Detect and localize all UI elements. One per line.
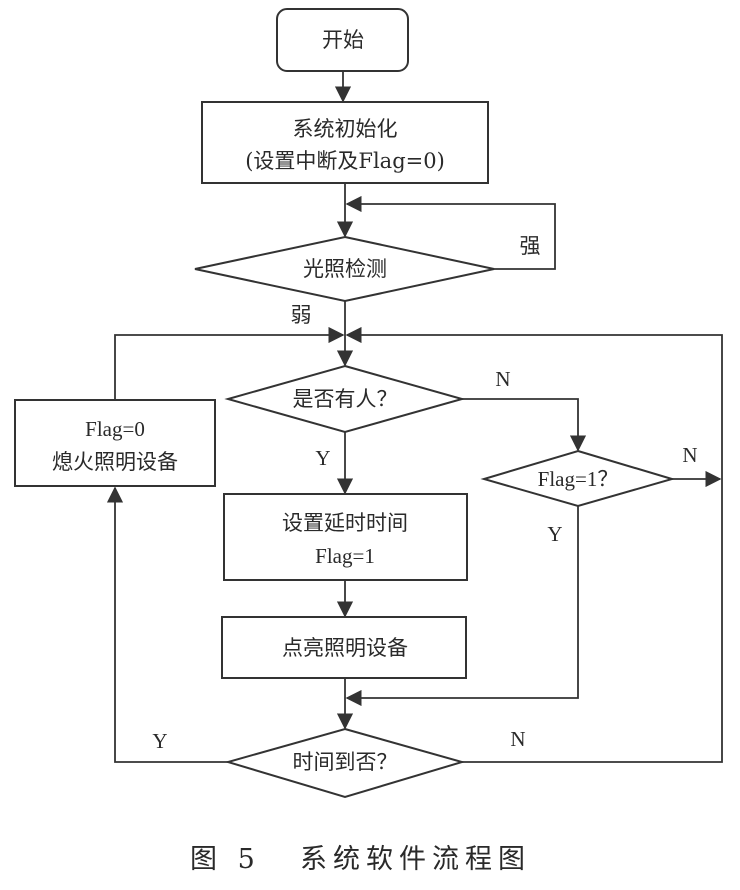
label-flag-no: N (682, 443, 697, 467)
flag-check-decision: Flag=1？ (480, 449, 676, 508)
init-label-line2: (设置中断及Flag=0) (245, 149, 445, 173)
init-label-line1: 系统初始化 (293, 117, 398, 141)
label-strong: 强 (520, 234, 541, 258)
light-on-node: 点亮照明设备 (221, 616, 467, 679)
set-delay-line2: Flag=1 (315, 544, 375, 568)
edge-strong-loop (345, 195, 556, 270)
label-anyone-no: N (495, 367, 510, 391)
light-on-label: 点亮照明设备 (282, 636, 408, 660)
label-weak: 弱 (291, 303, 312, 327)
light-off-node: Flag=0 熄火照明设备 (14, 399, 216, 487)
edge-anyone-no (462, 398, 587, 452)
label-time-no: N (510, 727, 525, 751)
edge-time-yes (106, 486, 228, 763)
set-delay-node: 设置延时时间 Flag=1 (223, 493, 468, 581)
label-time-yes: Y (152, 729, 167, 753)
label-flag-yes: Y (547, 522, 562, 546)
anyone-decision: 是否有人？ (224, 364, 466, 434)
edge-lightoff-loop (114, 326, 345, 399)
light-detect-label: 光照检测 (303, 257, 387, 281)
caption-figure-number: 图 5 (190, 844, 261, 875)
caption-title: 系统软件流程图 (300, 844, 531, 875)
edge-timeno-loop (345, 326, 723, 763)
start-label: 开始 (322, 28, 364, 52)
label-anyone-yes: Y (315, 446, 330, 470)
light-detect-decision: 光照检测 (194, 235, 495, 303)
start-node: 开始 (276, 8, 409, 72)
init-node: 系统初始化 (设置中断及Flag=0) (201, 101, 489, 184)
time-up-label: 时间到否？ (293, 750, 398, 774)
anyone-label: 是否有人？ (293, 387, 398, 411)
set-delay-line1: 设置延时时间 (282, 511, 408, 535)
edge-flag-yes (345, 506, 579, 707)
light-off-line1: Flag=0 (85, 417, 145, 441)
flag-check-label: Flag=1？ (538, 467, 619, 491)
light-off-line2: 熄火照明设备 (52, 450, 178, 474)
time-up-decision: 时间到否？ (224, 727, 466, 799)
